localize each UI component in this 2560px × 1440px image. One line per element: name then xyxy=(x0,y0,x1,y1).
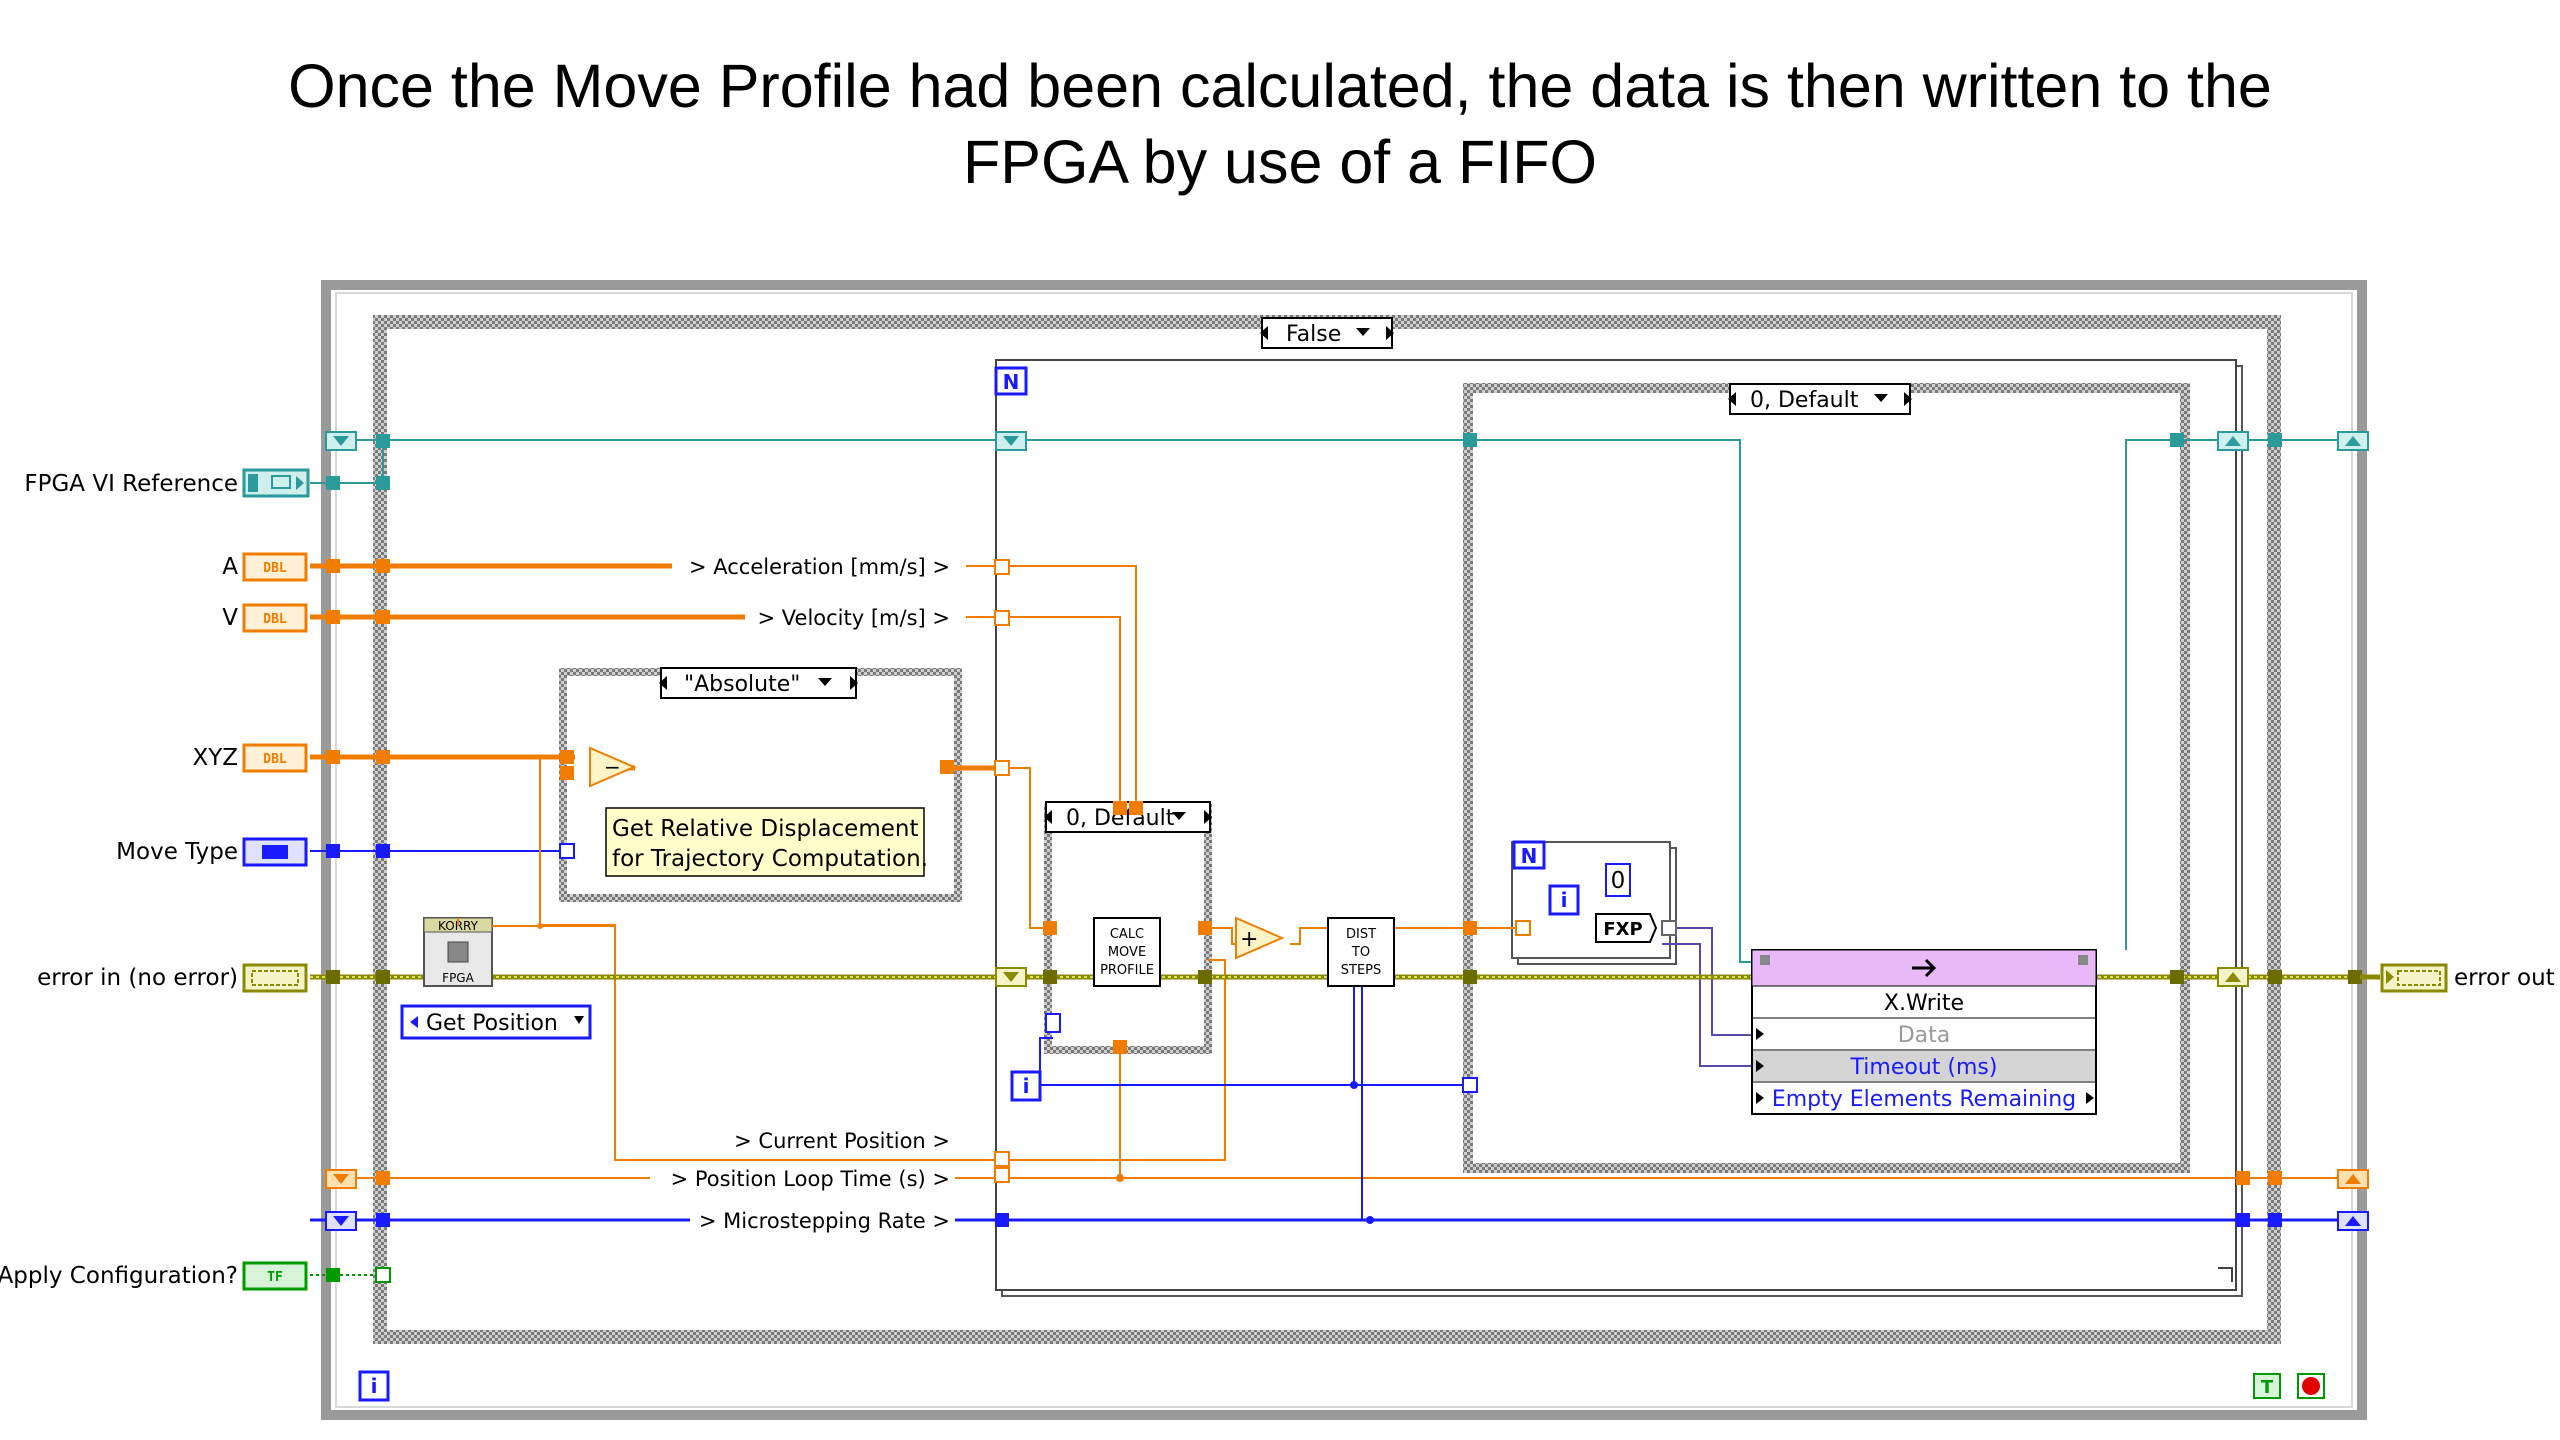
svg-text:+: + xyxy=(1240,927,1258,952)
svg-text:Move Type: Move Type xyxy=(116,839,238,865)
page-title: Once the Move Profile had been calculate… xyxy=(0,48,2560,200)
svg-text:N: N xyxy=(1521,844,1538,868)
svg-text:DBL: DBL xyxy=(263,612,287,627)
svg-text:FPGA VI Reference: FPGA VI Reference xyxy=(24,471,238,497)
wire-labels: > Acceleration [mm/s] > > Velocity [m/s]… xyxy=(537,552,1374,1234)
svg-text:T: T xyxy=(2261,1377,2274,1398)
case-selector-absolute[interactable]: "Absolute" xyxy=(659,667,858,699)
svg-text:Get Relative Displacement: Get Relative Displacement xyxy=(612,816,918,842)
svg-text:−: − xyxy=(604,755,621,779)
for-loop-count-n-small: N xyxy=(1512,840,1546,870)
svg-text:Timeout (ms): Timeout (ms) xyxy=(1850,1055,1998,1080)
svg-text:> Position Loop Time (s) >: > Position Loop Time (s) > xyxy=(671,1167,950,1191)
svg-text:i: i xyxy=(371,1374,378,1398)
korry-fpga-node[interactable]: KORRY FPGA xyxy=(423,917,493,987)
comment-box: Get Relative Displacement for Trajectory… xyxy=(605,807,928,877)
subtract-node[interactable]: − xyxy=(559,746,954,859)
calc-move-profile-node[interactable]: CALC MOVE PROFILE xyxy=(1043,801,1212,1054)
svg-text:Apply Configuration?: Apply Configuration? xyxy=(0,1263,238,1289)
terminal-a[interactable]: A DBL xyxy=(222,552,308,582)
title-line-1: Once the Move Profile had been calculate… xyxy=(288,52,2272,120)
svg-text:i: i xyxy=(1023,1074,1030,1098)
terminal-error-out[interactable]: error out xyxy=(2360,963,2555,993)
svg-text:A: A xyxy=(222,554,238,580)
svg-text:CALC: CALC xyxy=(1110,927,1144,942)
svg-text:XYZ: XYZ xyxy=(192,745,238,771)
svg-text:"Absolute": "Absolute" xyxy=(684,672,800,697)
terminal-apply-config[interactable]: Apply Configuration? TF xyxy=(0,1261,308,1291)
for-loop-count-n: N xyxy=(994,366,1028,396)
input-terminals: FPGA VI Reference A DBL V DBL XYZ DBL Mo… xyxy=(0,468,310,1291)
svg-text:X.Write: X.Write xyxy=(1884,991,1964,1016)
svg-text:> Velocity [m/s] >: > Velocity [m/s] > xyxy=(758,606,950,630)
svg-text:error in (no error): error in (no error) xyxy=(37,965,238,991)
iteration-terminal-main: i xyxy=(1010,1070,1042,1102)
case-selector-false[interactable]: False xyxy=(1260,317,1394,349)
iteration-terminal-small: i xyxy=(1548,884,1580,916)
svg-text:DBL: DBL xyxy=(263,752,287,767)
svg-text:FPGA: FPGA xyxy=(442,971,474,985)
loop-condition-terminal[interactable]: T xyxy=(2253,1373,2325,1399)
svg-text:for Trajectory Computation.: for Trajectory Computation. xyxy=(612,846,928,872)
svg-text:0: 0 xyxy=(1611,868,1626,894)
fifo-write-node[interactable]: X.Write Data Timeout (ms) Empty Elements… xyxy=(1751,949,2097,1115)
svg-text:False: False xyxy=(1286,322,1341,347)
svg-text:0, Default: 0, Default xyxy=(1750,388,1859,413)
svg-text:PROFILE: PROFILE xyxy=(1100,963,1154,978)
svg-text:TF: TF xyxy=(267,1270,283,1285)
svg-text:i: i xyxy=(1561,888,1568,912)
get-position-selector[interactable]: Get Position xyxy=(400,1004,592,1040)
svg-text:Get Position: Get Position xyxy=(426,1011,558,1036)
case-selector-default-inner[interactable]: 0, Default xyxy=(1728,383,1912,415)
svg-text:> Current Position >: > Current Position > xyxy=(734,1129,950,1153)
terminal-xyz[interactable]: XYZ DBL xyxy=(192,743,308,773)
svg-text:DBL: DBL xyxy=(263,561,287,576)
case-selector-calc[interactable]: 0, Default xyxy=(1044,801,1212,833)
svg-text:V: V xyxy=(222,605,238,631)
iteration-terminal-while: i xyxy=(358,1370,390,1402)
svg-text:> Microstepping Rate >: > Microstepping Rate > xyxy=(699,1209,950,1233)
fxp-conversion-node[interactable]: FXP xyxy=(1515,913,1677,943)
terminal-move-type[interactable]: Move Type xyxy=(116,837,308,867)
svg-text:> Acceleration [mm/s] >: > Acceleration [mm/s] > xyxy=(689,555,950,579)
svg-text:MOVE: MOVE xyxy=(1108,945,1146,960)
svg-text:STEPS: STEPS xyxy=(1341,963,1382,978)
svg-text:N: N xyxy=(1003,370,1020,394)
dist-to-steps-node[interactable]: DIST TO STEPS xyxy=(1327,917,1395,987)
wire-purple xyxy=(1662,927,1762,1067)
svg-text:Data: Data xyxy=(1898,1023,1951,1048)
terminal-fpga-ref[interactable]: FPGA VI Reference xyxy=(24,468,310,498)
svg-text:TO: TO xyxy=(1351,945,1370,960)
terminal-error-in[interactable]: error in (no error) xyxy=(37,963,308,993)
terminal-v[interactable]: V DBL xyxy=(222,603,308,633)
svg-text:Empty Elements Remaining: Empty Elements Remaining xyxy=(1772,1087,2076,1112)
wire-korry-up xyxy=(457,757,615,927)
title-line-2: FPGA by use of a FIFO xyxy=(963,128,1597,196)
svg-text:error out: error out xyxy=(2454,965,2555,991)
svg-text:DIST: DIST xyxy=(1346,927,1376,942)
tunnels xyxy=(325,431,2369,1283)
add-node[interactable]: + xyxy=(1235,916,1285,960)
svg-text:FXP: FXP xyxy=(1603,919,1642,940)
constant-zero[interactable]: 0 xyxy=(1605,863,1631,897)
